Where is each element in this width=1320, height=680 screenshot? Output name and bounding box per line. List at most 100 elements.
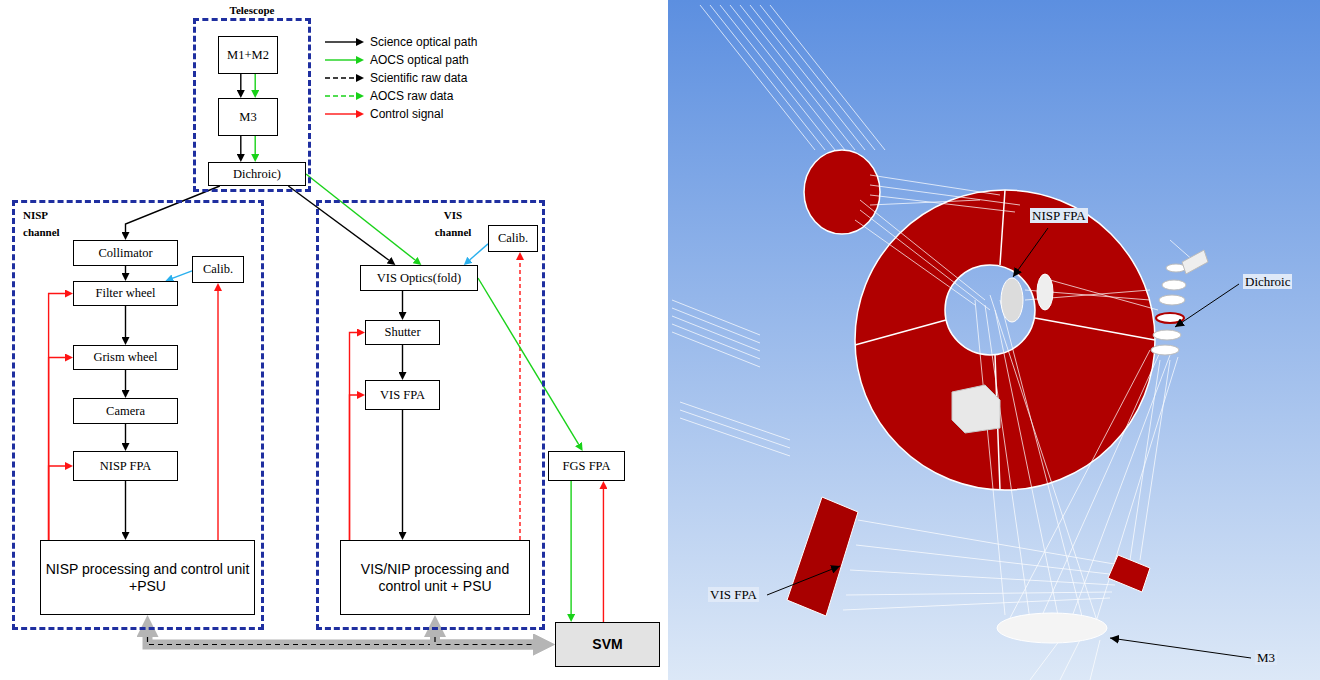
legend-sample xyxy=(325,96,356,97)
arrow-line xyxy=(125,306,126,337)
signal-arrow xyxy=(125,370,126,390)
box-label: Shutter xyxy=(381,325,423,339)
box-label: Collimator xyxy=(95,246,155,260)
signal-arrow xyxy=(49,358,65,541)
signal-arrow xyxy=(240,74,241,90)
arrow-line xyxy=(126,186,220,232)
fgs-detector xyxy=(1108,555,1150,592)
leader-line xyxy=(1175,284,1239,327)
process-box: Camera xyxy=(73,398,178,424)
vis-rays xyxy=(843,360,1170,610)
process-box: Calib. xyxy=(488,225,538,252)
arrow-line xyxy=(125,370,126,390)
signal-arrow xyxy=(125,481,126,532)
bus-line xyxy=(435,637,533,645)
channel-group: VIS channelCalib.VIS Optics(fold)Shutter… xyxy=(316,200,545,630)
signal-arrow xyxy=(173,271,192,278)
signal-arrow xyxy=(402,291,403,312)
box-label: Camera xyxy=(103,404,148,418)
arrow-line xyxy=(519,260,520,540)
nisp-lens xyxy=(1037,274,1053,310)
box-label: M3 xyxy=(236,110,259,124)
module-box: SVM xyxy=(555,622,660,667)
data-bus-arrow xyxy=(435,637,533,645)
arrow-line xyxy=(254,74,255,90)
secondary-mirror xyxy=(804,150,880,234)
box-label: NISP processing and control unit +PSU xyxy=(41,561,254,593)
arrow-line xyxy=(125,266,126,273)
leader-line xyxy=(1110,638,1251,658)
leader-lines xyxy=(767,228,1251,658)
signal-arrow xyxy=(402,345,403,372)
arrow-line xyxy=(217,291,218,540)
process-box: Filter wheel xyxy=(73,281,178,306)
arrow-line xyxy=(125,481,126,532)
group-heading: Telescope xyxy=(196,2,308,19)
signal-arrow xyxy=(402,410,403,532)
legend-sample xyxy=(325,42,356,43)
box-label: M1+M2 xyxy=(224,48,272,62)
process-box: Shutter xyxy=(365,320,440,345)
nisp-rays xyxy=(1025,240,1195,310)
incoming-rays xyxy=(680,402,790,456)
box-label: Calib. xyxy=(495,231,531,245)
box-label: Calib. xyxy=(200,262,236,276)
process-box: Grism wheel xyxy=(73,345,178,370)
legend-sample xyxy=(325,78,356,79)
lens xyxy=(1162,280,1186,290)
callout-label: Dichroic xyxy=(1243,274,1292,289)
process-box: VIS Optics(fold) xyxy=(360,265,478,291)
leader-line xyxy=(767,566,840,595)
arrow-line xyxy=(288,186,389,260)
arrow-line xyxy=(49,294,65,541)
signal-arrow xyxy=(125,424,126,443)
signal-arrow xyxy=(520,260,521,540)
raw-data-line xyxy=(435,637,533,645)
signal-arrow xyxy=(571,481,572,614)
control-unit-box: VIS/NIP processing and control unit + PS… xyxy=(340,540,530,615)
process-box: NISP FPA xyxy=(73,451,178,481)
arrow-line xyxy=(350,333,358,541)
signal-arrow xyxy=(218,291,219,540)
signal-arrow xyxy=(240,136,241,154)
process-box: M3 xyxy=(218,98,278,136)
process-box: Collimator xyxy=(73,240,178,266)
callout-label: VIS FPA xyxy=(708,587,759,602)
bus-line xyxy=(148,637,534,645)
legend-text: AOCS optical path xyxy=(370,53,469,67)
box-label: FGS FPA xyxy=(560,459,614,473)
process-box: VIS FPA xyxy=(365,380,440,410)
legend-line xyxy=(325,59,356,60)
signal-arrow xyxy=(603,489,604,622)
legend-text: Science optical path xyxy=(370,35,477,49)
channel-group: NISP channelCollimatorCalib. Filter wheel… xyxy=(12,200,264,630)
raw-data-line xyxy=(148,637,534,645)
legend-text: AOCS raw data xyxy=(370,89,453,103)
callout-label: M3 xyxy=(1255,650,1277,665)
light-rays xyxy=(672,5,1195,680)
dichroic-lens-stack xyxy=(1151,264,1186,355)
box-label: NISP FPA xyxy=(97,459,155,473)
signal-arrow xyxy=(350,395,358,540)
signal-arrow xyxy=(478,278,579,444)
lens xyxy=(1156,313,1184,323)
legend-sample xyxy=(325,60,356,61)
group-heading: NISP channel xyxy=(23,207,71,240)
box-label: VIS/NIP processing and control unit + PS… xyxy=(341,561,529,593)
box-label: VIS Optics(fold) xyxy=(374,271,464,285)
process-box: FGS FPA xyxy=(548,451,625,481)
signal-arrow xyxy=(126,186,220,232)
arrow-line xyxy=(306,174,415,260)
arrow-line xyxy=(254,136,255,154)
signal-arrow xyxy=(470,244,488,260)
optical-bench-block xyxy=(952,385,1000,433)
callout-label: NISP FPA xyxy=(1030,208,1088,223)
arrow-line xyxy=(470,244,488,260)
legend-line xyxy=(325,41,356,42)
arrow-line xyxy=(240,136,241,154)
signal-arrow xyxy=(49,466,65,540)
box-label: Filter wheel xyxy=(92,286,158,300)
channel-group: TelescopeM1+M2M3Dichroic) xyxy=(193,18,311,192)
arrow-line xyxy=(49,358,65,541)
fold-mirror xyxy=(1182,250,1208,274)
